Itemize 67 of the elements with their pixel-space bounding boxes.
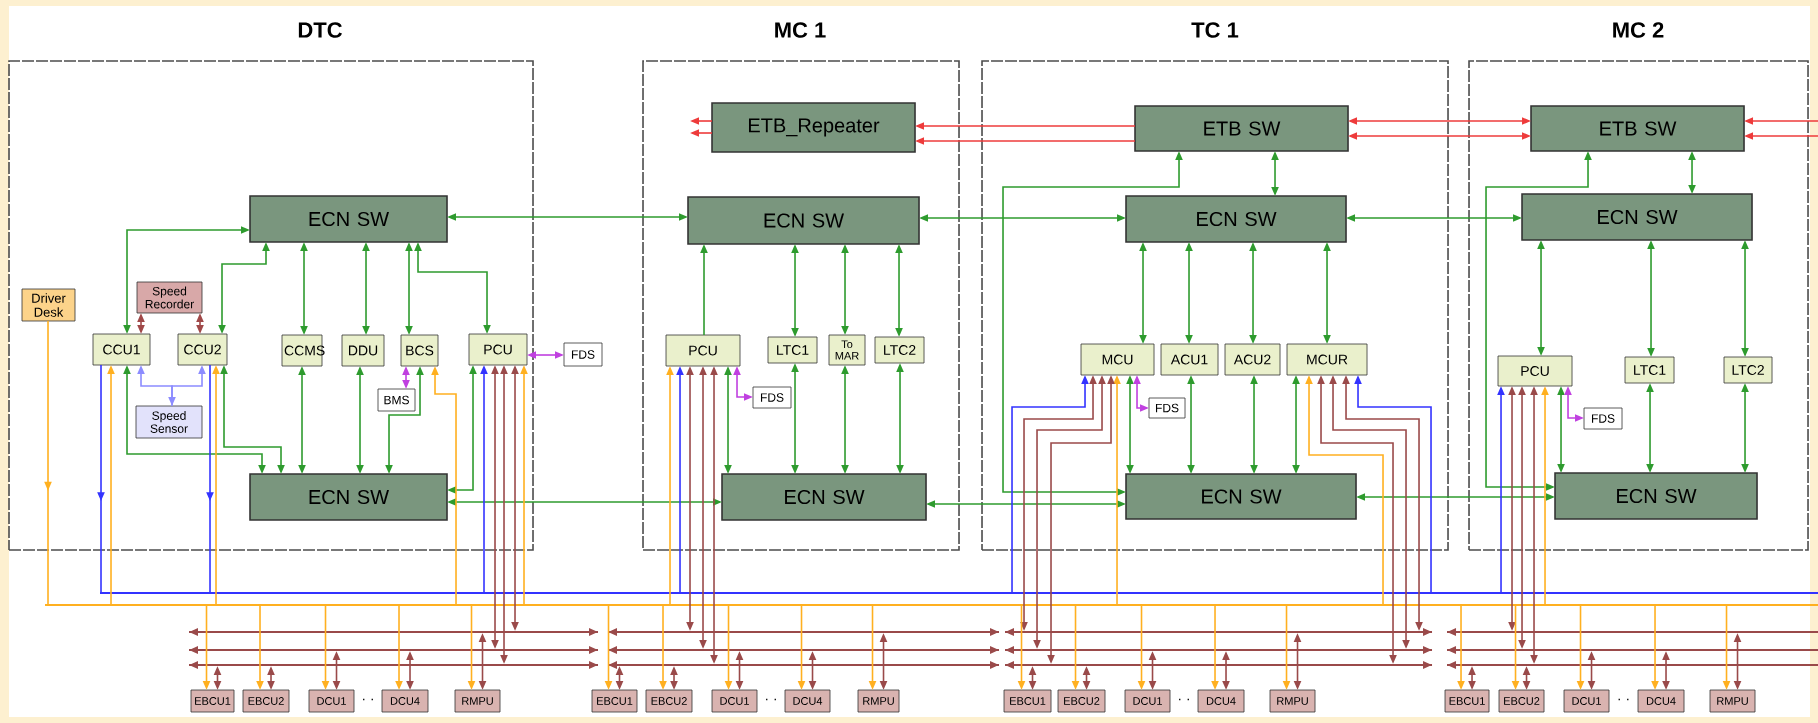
unit-box: FDS: [1148, 397, 1186, 419]
device-box: DCU1: [711, 689, 758, 713]
unit-box: CCMS: [281, 334, 325, 367]
device-box: DCU4: [1637, 689, 1685, 713]
device-box: RMPU: [1269, 689, 1316, 713]
unit-box: BMS: [377, 388, 416, 412]
unit-box: To MAR: [828, 334, 866, 366]
unit-box: PCU: [665, 334, 741, 367]
device-box: DCU4: [1197, 689, 1245, 713]
device-box: EBCU1: [591, 689, 638, 713]
unit-box: LTC1: [1624, 356, 1675, 384]
unit-box: ACU1: [1160, 343, 1219, 376]
unit-box: DDU: [341, 334, 385, 367]
unit-box: PCU: [468, 333, 528, 366]
desk-box: Driver Desk: [21, 288, 76, 322]
car-title: MC 2: [1613, 22, 1664, 38]
unit-box: MCU: [1080, 343, 1155, 376]
unit-box: BCS: [400, 334, 439, 367]
switch-box: ECN SW: [249, 195, 448, 243]
switch-box: ETB_Repeater: [711, 102, 916, 153]
car-title: DTC: [298, 22, 342, 38]
switch-box: ECN SW: [687, 196, 920, 245]
unit-box: CCU2: [177, 333, 228, 366]
recorder-box: Speed Recorder: [136, 281, 203, 314]
switch-box: ECN SW: [721, 473, 927, 521]
switch-box: ETB SW: [1530, 105, 1745, 152]
ellipsis-label: · ·: [363, 698, 373, 701]
ellipsis-label: · ·: [1179, 698, 1189, 701]
unit-box: FDS: [563, 342, 603, 367]
car-title: MC 1: [775, 22, 826, 38]
arrow: [206, 364, 214, 593]
device-box: DCU1: [1124, 689, 1171, 713]
unit-box: PCU: [1497, 355, 1573, 387]
unit-box: CCU1: [92, 333, 151, 366]
device-box: RMPU: [454, 689, 501, 713]
car-title: TC 1: [1191, 22, 1239, 38]
switch-box: ECN SW: [249, 473, 448, 521]
unit-box: LTC2: [874, 336, 925, 364]
device-box: DCU1: [1563, 689, 1610, 713]
device-box: RMPU: [857, 689, 900, 713]
sensor-box: Speed Sensor: [135, 405, 203, 439]
ellipsis-label: · ·: [766, 698, 776, 701]
device-box: RMPU: [1709, 689, 1756, 713]
arrow: [97, 364, 105, 593]
unit-box: LTC1: [767, 336, 818, 364]
unit-box: LTC2: [1723, 356, 1773, 384]
device-box: EBCU1: [1444, 689, 1490, 713]
ellipsis-label: · ·: [1618, 698, 1629, 701]
switch-box: ECN SW: [1125, 473, 1357, 520]
device-box: EBCU2: [645, 689, 693, 713]
switch-box: ECN SW: [1521, 193, 1753, 241]
device-box: EBCU1: [190, 689, 235, 713]
device-box: DCU4: [381, 689, 429, 713]
device-box: DCU4: [784, 689, 831, 713]
switch-box: ECN SW: [1125, 195, 1347, 243]
unit-box: MCUR: [1286, 343, 1368, 376]
device-box: DCU1: [308, 689, 355, 713]
unit-box: FDS: [1583, 407, 1623, 430]
device-box: EBCU1: [1003, 689, 1052, 713]
device-box: EBCU2: [242, 689, 290, 713]
device-box: EBCU2: [1498, 689, 1545, 713]
unit-box: FDS: [752, 386, 792, 409]
arrow: [44, 320, 52, 605]
unit-box: ACU2: [1224, 343, 1281, 376]
device-box: EBCU2: [1057, 689, 1106, 713]
switch-box: ETB SW: [1134, 105, 1349, 152]
switch-box: ECN SW: [1554, 472, 1758, 520]
